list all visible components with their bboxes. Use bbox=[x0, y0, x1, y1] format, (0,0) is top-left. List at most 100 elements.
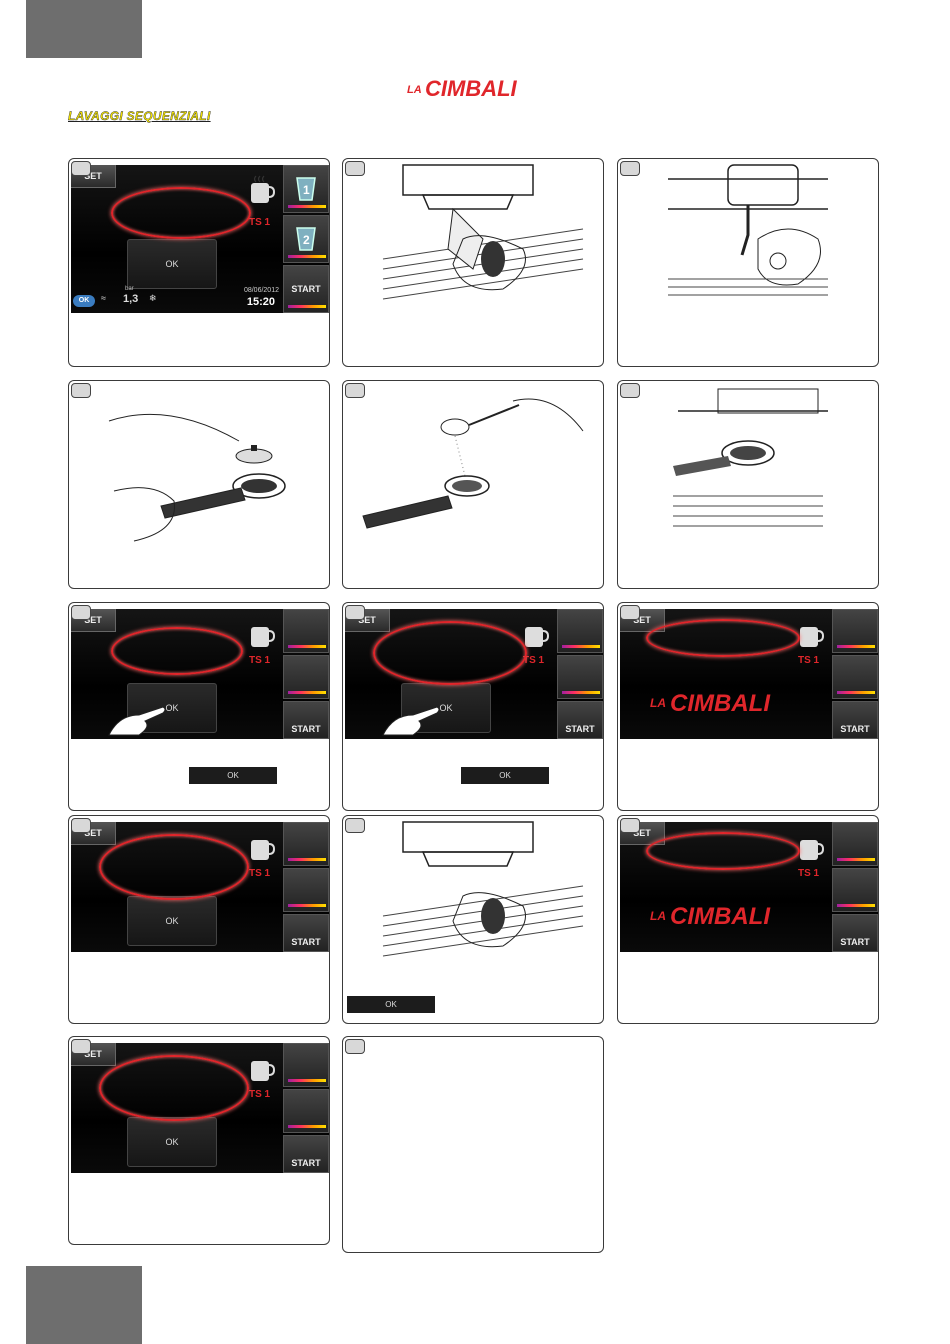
pitcher-2-button[interactable] bbox=[283, 1089, 329, 1133]
steam-wand-icon bbox=[247, 1051, 275, 1083]
start-label: START bbox=[558, 724, 602, 734]
step-marker bbox=[345, 383, 365, 398]
touch-screen: SET TS 1 OK START bbox=[71, 822, 329, 952]
start-button[interactable]: START bbox=[832, 914, 878, 952]
pitcher-2-button[interactable] bbox=[283, 655, 329, 699]
pitcher-2-bar bbox=[837, 904, 875, 907]
start-button[interactable]: START bbox=[283, 914, 329, 952]
highlight-ellipse bbox=[111, 187, 251, 239]
pitcher-1-button[interactable] bbox=[832, 822, 878, 866]
pitcher-1-button[interactable] bbox=[283, 1043, 329, 1087]
ok-button[interactable]: OK bbox=[127, 239, 217, 289]
step-marker bbox=[345, 605, 365, 620]
step-marker bbox=[620, 818, 640, 833]
pitcher-2-bar bbox=[562, 691, 600, 694]
step-panel-13: SET TS 1 OK START bbox=[68, 1036, 330, 1245]
touch-screen: SET TS 1 OK START bbox=[71, 609, 329, 739]
start-button[interactable]: START bbox=[283, 701, 329, 739]
start-label: START bbox=[284, 724, 328, 734]
start-label: START bbox=[284, 1158, 328, 1168]
pointing-hand-icon bbox=[381, 705, 441, 739]
snowflake-icon: ❄ bbox=[149, 293, 157, 304]
step-marker bbox=[345, 818, 365, 833]
status-bar: OK ≈ bar 1,3 ❄ 08/06/2012 15:20 bbox=[73, 293, 279, 309]
pitcher-2-button[interactable] bbox=[557, 655, 603, 699]
pitcher-2-button[interactable] bbox=[283, 868, 329, 912]
step-panel-14 bbox=[342, 1036, 604, 1253]
ok-button[interactable]: OK bbox=[127, 1117, 217, 1167]
illustration-attach-filter bbox=[618, 381, 879, 581]
pitcher-1-button[interactable]: 1 bbox=[283, 165, 329, 213]
pitcher-2-button[interactable] bbox=[832, 655, 878, 699]
step-panel-8: SET TS 1 OK START OK bbox=[342, 602, 604, 811]
highlight-ellipse bbox=[373, 621, 527, 685]
start-button[interactable]: START bbox=[283, 1135, 329, 1173]
step-marker bbox=[71, 161, 91, 176]
step-panel-12: SET TS 1 LACIMBALI START bbox=[617, 815, 879, 1024]
pitcher-1-button[interactable] bbox=[283, 609, 329, 653]
touch-screen: SET TS 1 OK START bbox=[71, 1043, 329, 1173]
step-panel-2 bbox=[342, 158, 604, 367]
start-button[interactable]: START bbox=[832, 701, 878, 739]
pitcher-1-icon: 1 bbox=[291, 172, 323, 204]
pitcher-1-bar bbox=[288, 205, 326, 208]
illustration-insert-blind-filter bbox=[69, 381, 330, 581]
start-label: START bbox=[284, 937, 328, 947]
page-corner-bottom bbox=[26, 1266, 142, 1344]
step-panel-1: SET TS 1 OK 1 2 START OK ≈ bar 1,3 ❄ 08/… bbox=[68, 158, 330, 367]
pitcher-1-bar bbox=[288, 1079, 326, 1082]
pitcher-2-button[interactable]: 2 bbox=[283, 215, 329, 263]
start-button[interactable]: START bbox=[283, 265, 329, 313]
start-label: START bbox=[833, 937, 877, 947]
steam-wand-icon bbox=[247, 173, 275, 205]
ok-button[interactable]: OK bbox=[127, 896, 217, 946]
step-panel-7: SET TS 1 OK START OK bbox=[68, 602, 330, 811]
start-bar bbox=[288, 305, 326, 308]
pitcher-2-button[interactable] bbox=[832, 868, 878, 912]
screen-brand-main: CIMBALI bbox=[670, 690, 771, 717]
illustration-remove-filter bbox=[618, 159, 879, 319]
step-marker bbox=[345, 1039, 365, 1054]
step-marker bbox=[345, 161, 365, 176]
pressure-unit: bar bbox=[125, 286, 134, 292]
ts-label: TS 1 bbox=[798, 868, 819, 879]
step-marker bbox=[620, 383, 640, 398]
cimbali-logo: LA CIMBALI bbox=[405, 70, 545, 102]
ok-button-reference: OK bbox=[189, 767, 277, 784]
pitcher-1-button[interactable] bbox=[283, 822, 329, 866]
ts-label: TS 1 bbox=[249, 217, 270, 228]
start-label: START bbox=[284, 284, 328, 294]
highlight-ellipse bbox=[111, 627, 243, 675]
date-label: 08/06/2012 bbox=[244, 287, 279, 294]
highlight-ellipse bbox=[99, 834, 249, 900]
steam-wand-icon bbox=[796, 830, 824, 862]
pitcher-1-button[interactable] bbox=[832, 609, 878, 653]
steam-wand-icon bbox=[247, 830, 275, 862]
steam-wand-icon bbox=[521, 617, 549, 649]
illustration-remove-filter-rinse bbox=[343, 816, 604, 976]
pitcher-2-number: 2 bbox=[303, 233, 310, 247]
highlight-ellipse bbox=[99, 1055, 249, 1121]
ok-button-reference: OK bbox=[347, 996, 435, 1013]
highlight-ellipse bbox=[646, 832, 800, 870]
screen-brand-prefix: LA bbox=[650, 909, 666, 923]
step-panel-10: SET TS 1 OK START bbox=[68, 815, 330, 1024]
section-title: LAVAGGI SEQUENZIALI bbox=[68, 109, 211, 123]
pitcher-2-bar bbox=[288, 904, 326, 907]
time-label: 15:20 bbox=[247, 296, 275, 308]
pitcher-1-button[interactable] bbox=[557, 609, 603, 653]
steam-wand-icon bbox=[796, 617, 824, 649]
pointing-hand-icon bbox=[107, 705, 167, 739]
pitcher-1-bar bbox=[837, 858, 875, 861]
pitcher-1-bar bbox=[288, 858, 326, 861]
pressure-icon: ≈ bbox=[101, 293, 106, 303]
step-panel-5 bbox=[342, 380, 604, 589]
step-panel-11: OK bbox=[342, 815, 604, 1024]
ts-label: TS 1 bbox=[249, 868, 270, 879]
logo-prefix: LA bbox=[407, 84, 422, 96]
start-button[interactable]: START bbox=[557, 701, 603, 739]
pitcher-2-bar bbox=[288, 1125, 326, 1128]
step-panel-3 bbox=[617, 158, 879, 367]
pitcher-2-bar bbox=[837, 691, 875, 694]
